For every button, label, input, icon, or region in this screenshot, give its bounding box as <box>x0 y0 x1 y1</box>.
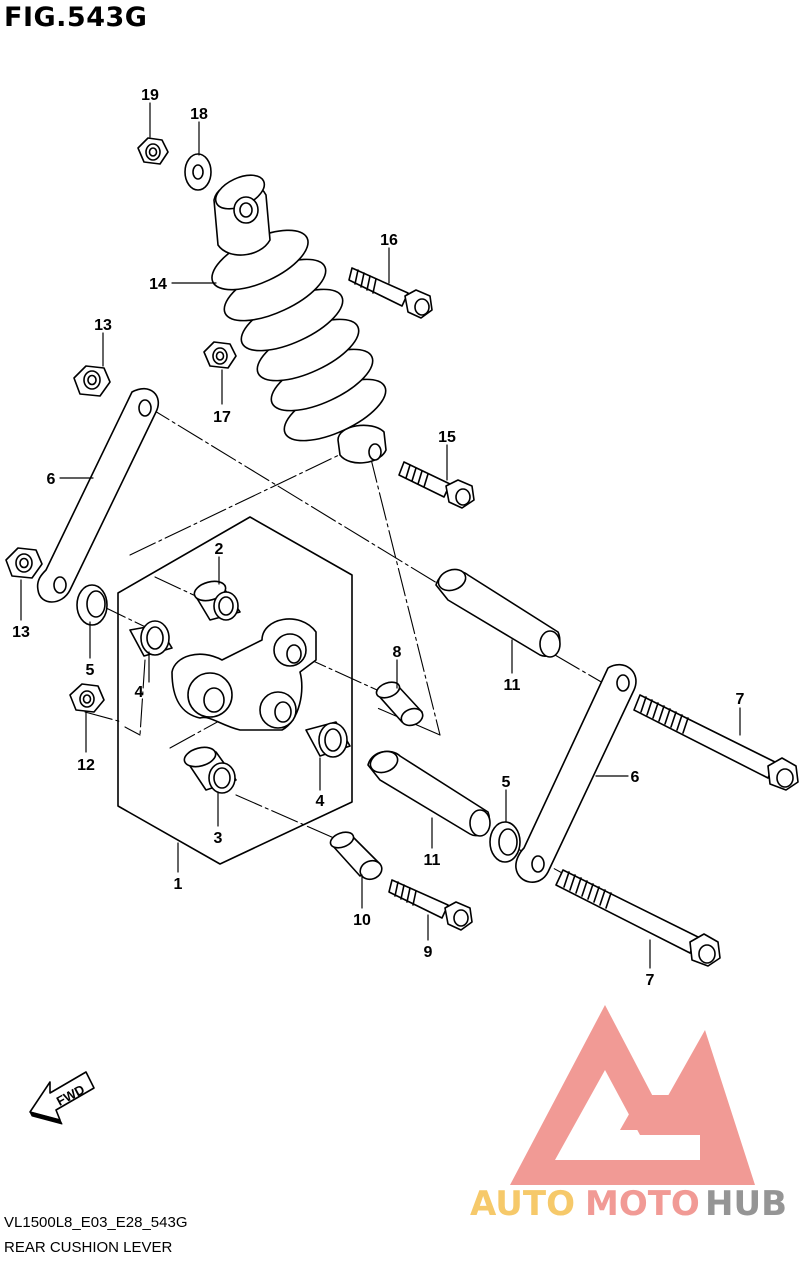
part-17-nut <box>203 341 237 369</box>
part-4-bearing-left <box>129 620 173 657</box>
part-3-bearing <box>183 746 237 794</box>
part-10-collar <box>329 831 383 881</box>
part-5-collar-right <box>489 821 521 863</box>
fwd-label: FWD <box>54 1082 87 1109</box>
callout-7-upper: 7 <box>736 691 745 708</box>
part-9-bolt <box>388 879 473 931</box>
callout-1: 1 <box>174 876 183 893</box>
callout-6-right: 6 <box>631 769 640 786</box>
callout-19: 19 <box>141 87 159 104</box>
callout-3: 3 <box>214 830 223 847</box>
callout-7-lower: 7 <box>646 972 655 989</box>
callout-5-right: 5 <box>502 774 511 791</box>
part-6-rod-right <box>515 663 637 883</box>
part-2-bearing <box>193 580 241 621</box>
callout-4-right: 4 <box>316 793 325 810</box>
part-7-bolt-upper <box>633 694 799 791</box>
model-code: VL1500L8_E03_E28_543G <box>4 1214 188 1231</box>
part-19-nut <box>137 137 169 165</box>
watermark-word-auto: AUTO <box>470 1184 575 1224</box>
part-1-cushion-lever <box>171 618 317 731</box>
callout-17: 17 <box>213 409 231 426</box>
part-5-collar-left <box>76 584 108 626</box>
callout-14: 14 <box>149 276 167 293</box>
callout-18: 18 <box>190 106 208 123</box>
part-12-nut <box>69 683 105 713</box>
callout-labels: 19 18 16 14 13 17 15 6 2 13 5 8 11 4 7 1… <box>12 87 744 989</box>
callout-5-left: 5 <box>86 662 95 679</box>
part-13-nut-lower <box>5 547 43 579</box>
callout-11-lower: 11 <box>424 852 441 869</box>
part-15-bolt <box>398 461 475 509</box>
watermark-word-moto: MOTO <box>585 1184 700 1224</box>
part-16-bolt <box>348 267 433 319</box>
lever-assembly-box <box>117 516 353 865</box>
part-6-rod-left <box>36 387 159 603</box>
part-11-spacer-lower <box>367 750 491 837</box>
watermark-logo: AUTO MOTO HUB <box>470 1005 787 1224</box>
watermark-triangle-inner <box>555 1070 700 1160</box>
watermark-word-hub: HUB <box>705 1184 787 1224</box>
part-7-bolt-lower <box>555 869 721 967</box>
callout-4-left: 4 <box>135 684 144 701</box>
part-18-washer <box>184 153 212 191</box>
callout-13-lower: 13 <box>12 624 30 641</box>
callout-6-left: 6 <box>47 471 56 488</box>
figure-title: FIG.543G <box>4 2 148 33</box>
fwd-direction-arrow: FWD <box>29 1071 95 1125</box>
callout-12: 12 <box>77 757 95 774</box>
callout-16: 16 <box>380 232 398 249</box>
callout-8: 8 <box>393 644 402 661</box>
section-name: REAR CUSHION LEVER <box>4 1239 173 1256</box>
part-14-shock-absorber <box>211 174 387 464</box>
callout-10: 10 <box>353 912 371 929</box>
callout-11-upper: 11 <box>504 677 521 694</box>
callout-13-upper: 13 <box>94 317 112 334</box>
callout-2: 2 <box>215 541 224 558</box>
part-13-nut-upper <box>73 365 111 397</box>
watermark-triangle-notch <box>620 1095 700 1130</box>
leader-lines <box>20 102 741 969</box>
callout-9: 9 <box>424 944 433 961</box>
part-4-bearing-right <box>305 721 351 758</box>
callout-15: 15 <box>438 429 456 446</box>
fwd-arrow-icon <box>29 1071 95 1121</box>
part-11-spacer-upper <box>435 568 561 658</box>
part-8-collar <box>375 681 424 727</box>
